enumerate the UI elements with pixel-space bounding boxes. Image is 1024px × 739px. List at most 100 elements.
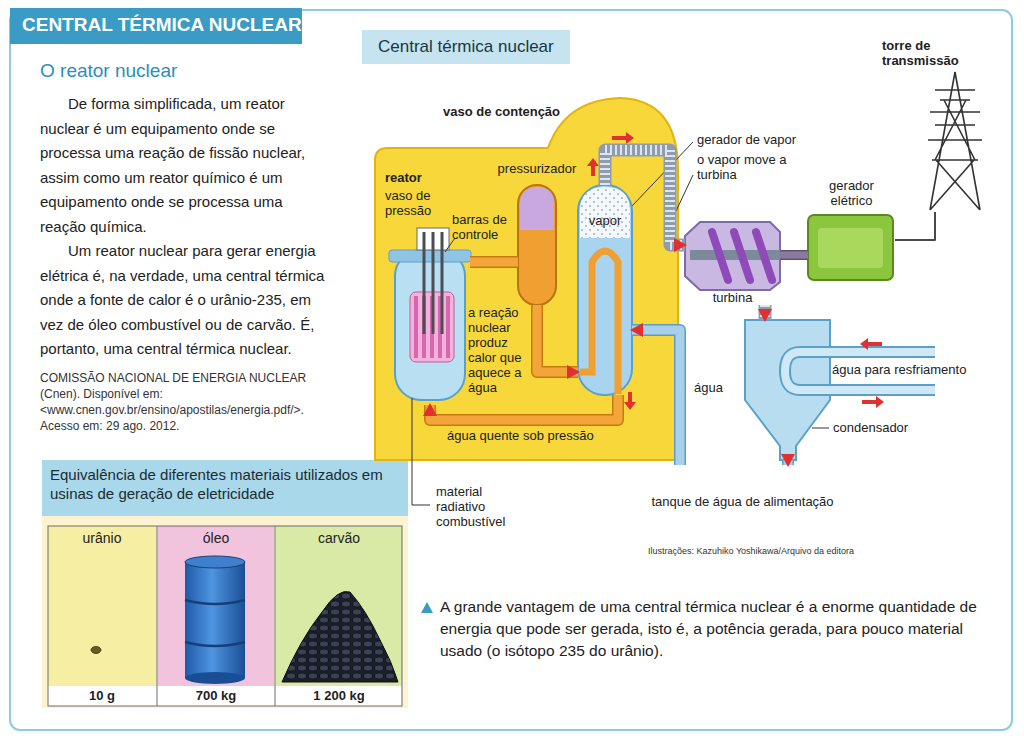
- pipe-outline: [759, 305, 772, 320]
- leader-line: [412, 142, 829, 505]
- node-label: condensador: [833, 420, 908, 436]
- equivalence-box: [42, 460, 408, 708]
- condenser-box: condensador: [745, 320, 830, 460]
- node-label: reator: [385, 170, 422, 186]
- source-citation: COMISSÃO NACIONAL DE ENERGIA NUCLEAR (Cn…: [40, 370, 332, 434]
- steam-generator: [578, 185, 632, 395]
- node-label: torre de transmissão: [882, 38, 988, 68]
- uranium-pellet: [91, 647, 101, 654]
- electric-generator: [818, 228, 883, 268]
- diagram-panel: Central térmica nuclearvaso de contenção…: [362, 30, 1002, 560]
- flow-arrow: [862, 396, 884, 408]
- pressurizer: [518, 185, 556, 305]
- transmission-tower: [928, 90, 982, 140]
- pipe-label: água: [692, 380, 725, 396]
- pipe-connector: [470, 262, 518, 263]
- node-label: vaso de contenção: [443, 104, 560, 120]
- node-label: urânio: [48, 530, 156, 547]
- pressurizer: [520, 187, 554, 230]
- node-label: vapor: [578, 213, 632, 229]
- page-frame: [10, 8, 1012, 730]
- electric-generator: [808, 215, 893, 280]
- pipe-connector: [632, 330, 680, 465]
- body-paragraph: De forma simplificada, um reator nuclear…: [40, 92, 332, 239]
- equivalence-box: [48, 686, 402, 706]
- node-label: carvão: [276, 530, 402, 547]
- node-label: óleo: [158, 530, 274, 547]
- oil-barrel: [185, 556, 245, 568]
- oil-barrel: [185, 562, 245, 678]
- part-label: gerador de vapor: [697, 132, 796, 148]
- pipe-core: [895, 212, 935, 240]
- node-label: Equivalência de diferentes materiais uti…: [50, 465, 402, 503]
- pipe-label: água quente sob pressão: [445, 428, 596, 444]
- pipe-core: [470, 258, 518, 267]
- callout-note: a reação nuclear produz calor que aquece…: [468, 305, 530, 395]
- equivalence-box: [275, 526, 276, 706]
- oil-barrel: [185, 556, 245, 684]
- oil-barrel: [185, 672, 245, 684]
- node-value: 700 kg: [158, 688, 274, 704]
- page-frame: [10, 10, 1012, 730]
- electric-generator: [808, 215, 893, 280]
- pipe-connector: [895, 212, 935, 240]
- pipe-core: [760, 305, 770, 320]
- tower-box: torre de transmissão: [880, 36, 992, 212]
- flow-arrow: [860, 338, 882, 350]
- leader-line: [812, 428, 829, 429]
- pipe-outline: [430, 395, 618, 420]
- pipe-connector: [430, 395, 618, 420]
- pipe-outline: [895, 212, 935, 240]
- reactor-box: reatorvaso de pressão: [383, 168, 470, 405]
- node-value: 10 g: [48, 688, 156, 704]
- transmission-tower: [928, 72, 982, 210]
- part-label: barras de controle: [452, 212, 516, 242]
- node-label: gerador elétrico: [808, 178, 895, 208]
- pipe-core: [537, 305, 578, 372]
- body-paragraph: Um reator nuclear para gerar energia elé…: [40, 239, 332, 362]
- material-panel: urânio 10 g: [48, 526, 156, 706]
- pipe-core: [784, 460, 793, 465]
- reactor-vessel: [389, 250, 471, 262]
- pipe-outline: [782, 460, 794, 465]
- pressurizer-box: pressurizador: [518, 185, 556, 305]
- pressurizer: [518, 185, 556, 305]
- pipe-core: [632, 330, 680, 465]
- pipe-connector: [605, 150, 685, 245]
- part-label: água para resfriamento: [832, 362, 966, 378]
- node-label: turbina: [685, 290, 780, 306]
- flow-arrow: [612, 132, 634, 144]
- node-label: pressurizador: [488, 161, 586, 177]
- coal-pile: [282, 591, 398, 682]
- reactor-vessel: [389, 228, 471, 400]
- equivalence-box: [276, 526, 402, 686]
- containment-vessel: vaso de contenção reatorvaso de pressão pr…: [375, 98, 678, 460]
- caption-marker: [421, 602, 433, 613]
- page-frame: [10, 8, 302, 44]
- pipe-outline: [780, 250, 808, 260]
- pipe-connector: [788, 460, 789, 465]
- node-label: tanque de água de alimentação: [615, 494, 870, 510]
- equivalence-box: [48, 526, 156, 686]
- pipe-connector: [537, 305, 578, 372]
- material-panel: carvão 1 200 kg: [276, 526, 402, 706]
- callout-note: o vapor move a turbina: [697, 152, 797, 182]
- feedwater-tank: tanque de água de alimentação: [615, 465, 870, 540]
- equivalence-box: [157, 526, 158, 706]
- pipe-outline: [605, 150, 685, 245]
- pipe-outline: [470, 256, 518, 268]
- turbine: [712, 232, 772, 280]
- part-label: material radiativo combustível: [436, 484, 520, 529]
- pipe-outline: [537, 305, 578, 372]
- page-title: CENTRAL TÉRMICA NUCLEAR: [22, 14, 302, 37]
- uranium-pellet: [91, 647, 101, 654]
- generator-box: gerador elétrico: [808, 176, 895, 282]
- equivalence-box: [158, 526, 274, 686]
- node-value: 1 200 kg: [276, 688, 402, 704]
- pipe-outline: [632, 330, 680, 465]
- steam-generator: [580, 187, 630, 238]
- reactor-vessel: [395, 250, 465, 400]
- equivalence-box: [42, 460, 408, 708]
- caption-marker: [421, 602, 433, 613]
- section-heading: O reator nuclear: [40, 60, 177, 83]
